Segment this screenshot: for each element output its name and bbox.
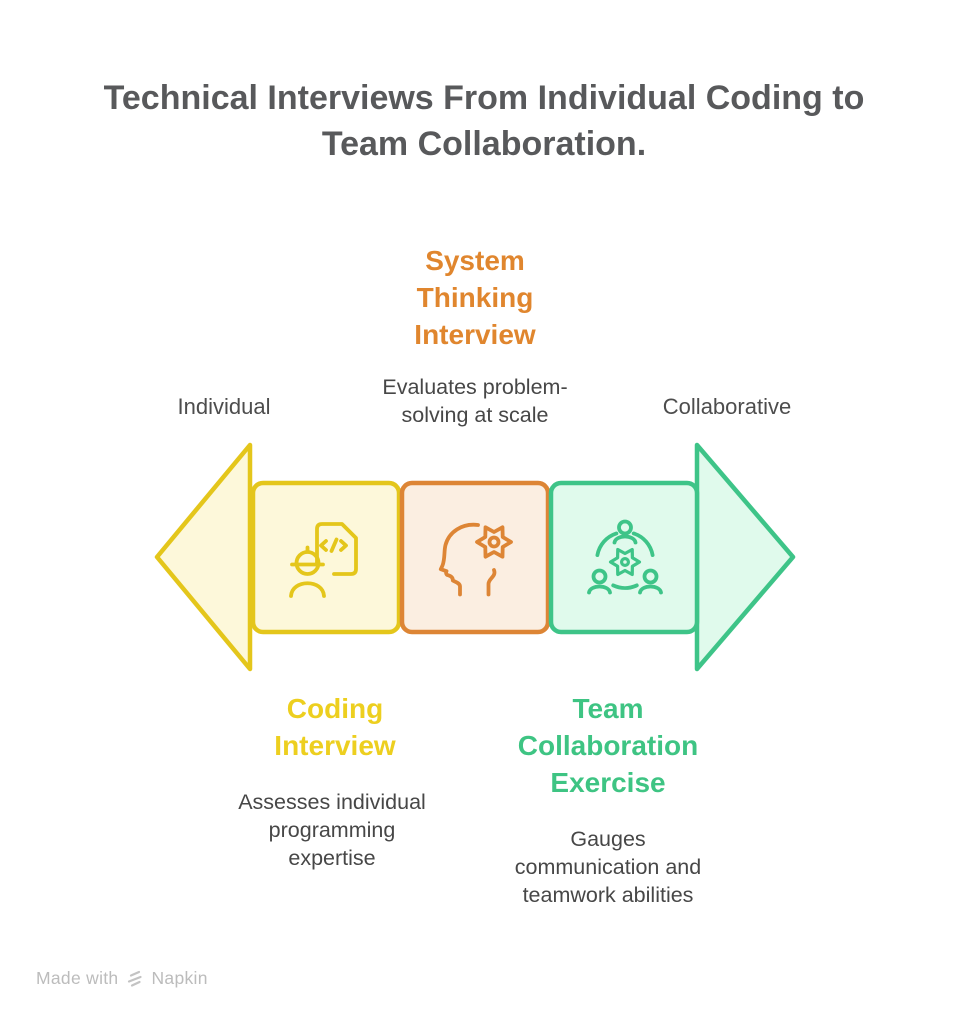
arrow-diagram [154,442,796,672]
page-title: Technical Interviews From Individual Cod… [103,79,865,163]
napkin-brand-text: Napkin [151,968,208,988]
stage-box-system-thinking [399,480,551,635]
stage-heading-team-collab: Team Collaboration Exercise [517,693,699,798]
engineer-code-icon [289,522,358,598]
head-gear-icon [438,522,513,597]
axis-label-individual: Individual [177,394,271,419]
team-gear-icon [587,519,663,595]
stage-description-system-thinking: Evaluates problem- solving at scale [382,375,568,427]
made-with-napkin-credit: Made with Napkin [36,968,208,989]
right-arrowhead [694,442,796,672]
made-with-text: Made with [36,968,119,988]
axis-label-collaborative: Collaborative [662,394,792,419]
stage-heading-system-thinking: System Thinking Interview [414,245,536,350]
stage-description-coding: Assesses individual programming expertis… [238,790,426,870]
napkin-logo-icon [128,970,143,987]
stage-heading-coding: Coding Interview [274,693,396,761]
stage-description-team-collab: Gauges communication and teamwork abilit… [514,827,702,907]
left-arrowhead [154,442,253,672]
stage-box-coding [250,480,402,635]
